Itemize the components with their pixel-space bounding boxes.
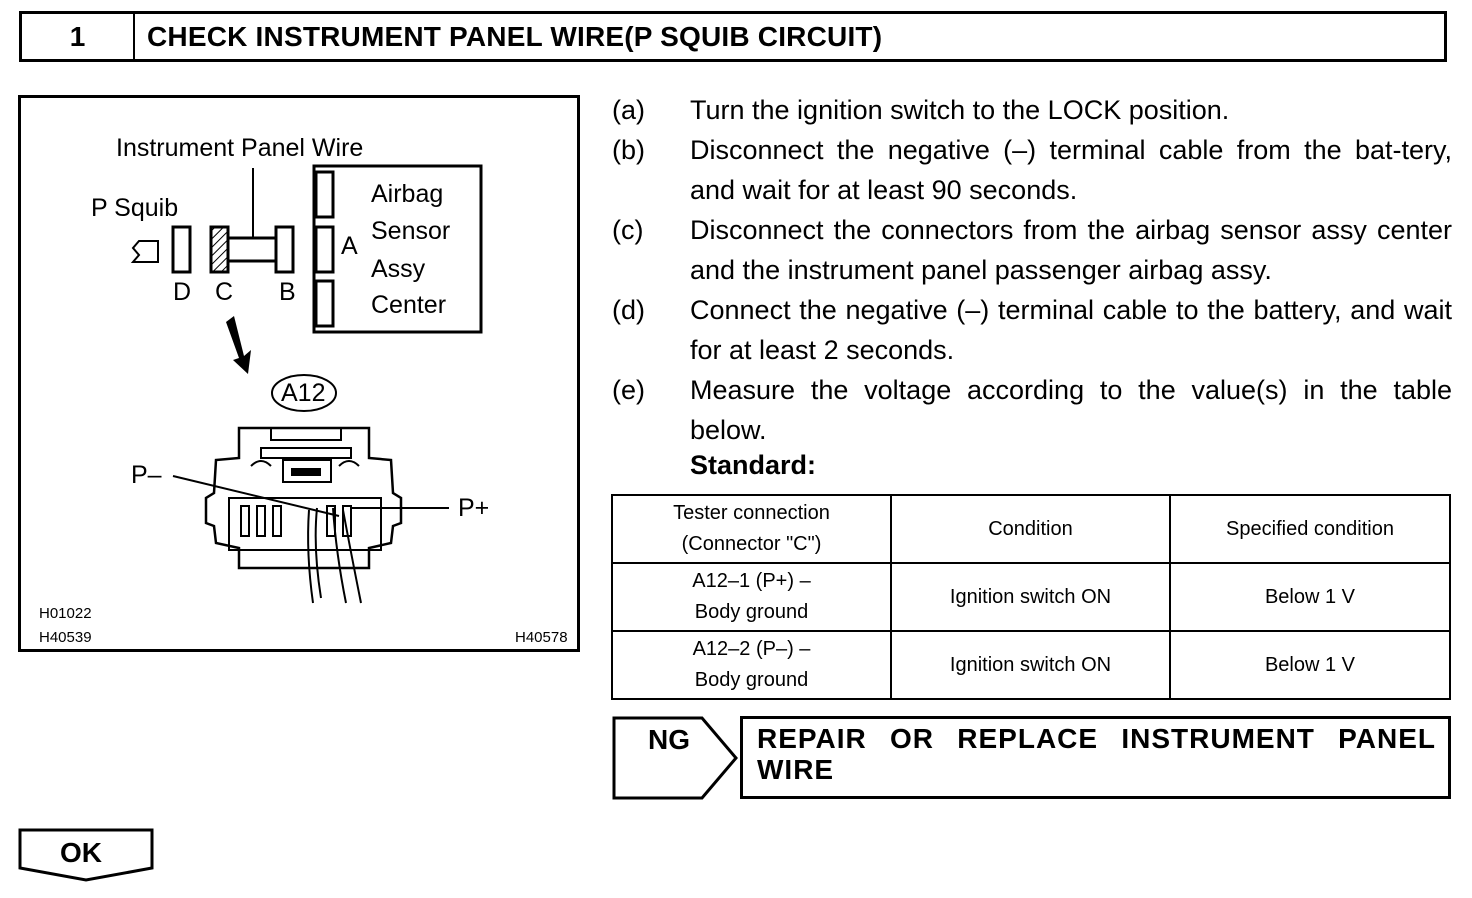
step-item: (a) Turn the ignition switch to the LOCK… [612, 90, 1452, 130]
cell-line: A12–2 (P–) – [692, 638, 811, 660]
ng-label: NG [648, 724, 690, 755]
step-letter: (b) [612, 135, 645, 165]
table-cell: A12–2 (P–) – Body ground [611, 630, 892, 700]
step-item: (d) Connect the negative (–) terminal ca… [612, 290, 1452, 370]
figure-code: H40578 [515, 629, 568, 646]
table-cell: Ignition switch ON [890, 630, 1171, 700]
header-line: (Connector "C") [681, 533, 822, 555]
table-header-cell: Tester connection (Connector "C") [611, 494, 892, 564]
standard-label: Standard: [690, 450, 817, 480]
ok-label: OK [60, 837, 102, 868]
step-text: Turn the ignition switch to the LOCK pos… [690, 95, 1230, 125]
step-letter: (c) [612, 215, 644, 245]
table-header-cell: Condition [890, 494, 1171, 564]
ng-arrow-shape [612, 716, 738, 800]
cell-line: A12–1 (P+) – [692, 570, 811, 592]
connector-a-label: A [341, 232, 358, 260]
cell-line: Body ground [694, 601, 809, 623]
procedure-steps: (a) Turn the ignition switch to the LOCK… [612, 90, 1452, 450]
connector-d-label: D [173, 278, 192, 306]
connector-id-label: A12 [281, 379, 326, 407]
step-header: 1 CHECK INSTRUMENT PANEL WIRE(P SQUIB CI… [19, 11, 1447, 62]
step-text: Disconnect the connectors from the airba… [690, 215, 1452, 285]
airbag-sensor-line: Assy [371, 255, 426, 283]
table-cell: Below 1 V [1169, 562, 1451, 632]
step-letter: (a) [612, 95, 645, 125]
step-number: 1 [22, 14, 135, 59]
airbag-sensor-line: Airbag [371, 180, 444, 208]
table-row: A12–2 (P–) – Body ground Ignition switch… [611, 630, 1451, 700]
cell-line: Body ground [694, 669, 809, 691]
table-cell: Ignition switch ON [890, 562, 1171, 632]
table-cell: Below 1 V [1169, 630, 1451, 700]
step-item: (e) Measure the voltage according to the… [612, 370, 1452, 450]
standard-table: Tester connection (Connector "C") Condit… [611, 494, 1451, 700]
p-squib-label: P Squib [91, 194, 179, 222]
connector-c-label: C [215, 278, 234, 306]
table-row: A12–1 (P+) – Body ground Ignition switch… [611, 562, 1451, 632]
connector-diagram [130, 164, 483, 604]
step-text: Measure the voltage according to the val… [690, 375, 1452, 445]
table-header-row: Tester connection (Connector "C") Condit… [611, 494, 1451, 564]
step-letter: (d) [612, 295, 645, 325]
step-text: Disconnect the negative (–) terminal cab… [690, 135, 1452, 205]
step-item: (b) Disconnect the negative (–) terminal… [612, 130, 1452, 210]
ok-arrow-shape [18, 828, 154, 882]
p-minus-label: P– [131, 461, 162, 489]
table-cell: A12–1 (P+) – Body ground [611, 562, 892, 632]
step-text: Connect the negative (–) terminal cable … [690, 295, 1452, 365]
instrument-panel-wire-label: Instrument Panel Wire [116, 134, 364, 162]
header-line: Tester connection [673, 502, 830, 524]
p-plus-label: P+ [458, 494, 490, 522]
connector-b-label: B [279, 278, 296, 306]
step-title: CHECK INSTRUMENT PANEL WIRE(P SQUIB CIRC… [147, 20, 883, 52]
ng-action-box: REPAIR OR REPLACE INSTRUMENT PANEL WIRE [740, 716, 1451, 799]
step-item: (c) Disconnect the connectors from the a… [612, 210, 1452, 290]
wiring-figure: Instrument Panel Wire P Squib A D C B Ai… [18, 95, 580, 652]
airbag-sensor-line: Sensor [371, 217, 451, 245]
step-letter: (e) [612, 375, 645, 405]
table-header-cell: Specified condition [1169, 494, 1451, 564]
figure-code: H40539 [39, 629, 92, 646]
figure-code: H01022 [39, 605, 92, 622]
airbag-sensor-line: Center [371, 291, 447, 319]
